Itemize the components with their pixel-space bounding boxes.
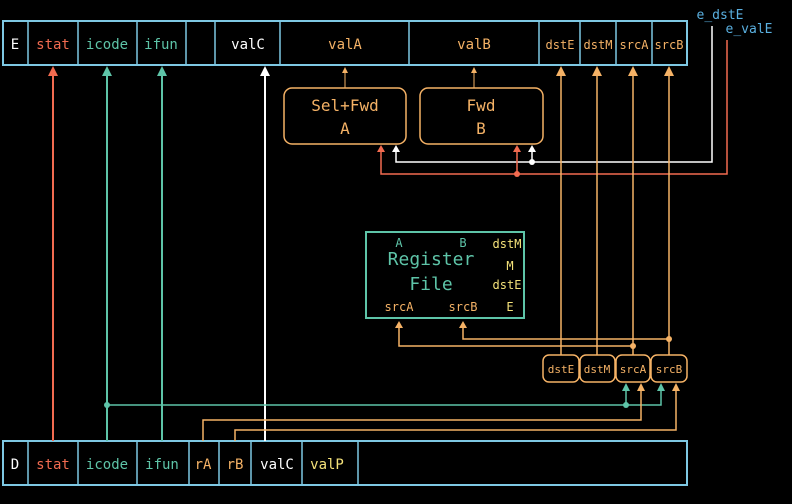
fwd-b-block: Fwd B — [419, 87, 544, 145]
sel-fwd-a-title: Sel+Fwd — [311, 96, 378, 115]
register-file-port-dstm: dstM — [493, 237, 522, 251]
srca-logic-label: srcA — [620, 363, 647, 376]
e-register-frame — [2, 20, 688, 66]
register-file-port-srcb: srcB — [449, 300, 478, 314]
e-vale-signal-label: e_valE — [726, 22, 773, 37]
e-vale-wire — [380, 40, 728, 175]
register-file-port-e: E — [506, 300, 513, 314]
e-icode-field: icode — [86, 37, 128, 53]
register-file-subtitle: File — [409, 274, 452, 295]
fwd-output-wires — [342, 67, 477, 88]
e-dstm-field: dstM — [584, 38, 613, 52]
e-stage-label: E — [11, 37, 19, 53]
dste-logic-label: dstE — [548, 363, 575, 376]
d-register-dividers — [27, 441, 359, 485]
ra-rb-to-logic-wires — [202, 391, 677, 441]
fwd-b-title: Fwd — [467, 96, 496, 115]
valc-arrowhead — [260, 66, 270, 76]
register-file: A B dstM M Register File dstE E srcA src… — [365, 231, 525, 319]
d-icode-field: icode — [86, 457, 128, 473]
ifun-arrowhead — [157, 66, 167, 76]
e-pipeline-register: E stat icode ifun valC valA valB dstE ds… — [2, 20, 688, 66]
register-file-port-dste: dstE — [493, 278, 522, 292]
sel-fwd-a-subtitle: A — [340, 119, 350, 138]
e-stat-field: stat — [36, 37, 70, 53]
e-srcb-field: srcB — [655, 38, 684, 52]
d-register-frame — [2, 440, 688, 486]
d-valp-field: valP — [310, 457, 344, 473]
e-dste-field: dstE — [546, 38, 575, 52]
e-ifun-field: ifun — [144, 37, 178, 53]
icode-to-logic-wire — [107, 391, 662, 406]
sel-fwd-a-block: Sel+Fwd A — [283, 87, 407, 145]
register-file-port-srca: srcA — [385, 300, 415, 314]
e-vala-field: valA — [328, 37, 362, 53]
stat-arrowhead — [48, 66, 58, 76]
icode-arrowhead — [102, 66, 112, 76]
d-ra-field: rA — [195, 457, 212, 473]
srcb-logic-label: srcB — [656, 363, 683, 376]
control-output-arrowheads — [556, 66, 674, 76]
dstm-logic-label: dstM — [584, 363, 611, 376]
ra-rb-to-logic-arrowheads — [637, 383, 680, 391]
register-file-port-m: M — [506, 259, 513, 273]
e-dste-signal-label: e_dstE — [697, 8, 744, 23]
register-source-marks — [395, 321, 672, 349]
e-valb-field: valB — [457, 37, 491, 53]
d-stage-label: D — [11, 457, 19, 473]
passthrough-wires — [48, 66, 270, 441]
register-file-title: Register — [388, 249, 475, 270]
register-file-port-a: A — [395, 236, 403, 250]
register-source-wires — [398, 327, 669, 347]
d-stat-field: stat — [36, 457, 70, 473]
e-vale-wire-marks — [377, 145, 521, 177]
forward-signal-labels: e_dstE e_valE — [697, 8, 773, 37]
fwd-b-box — [419, 87, 544, 145]
control-output-wires — [560, 74, 670, 355]
d-valc-field: valC — [260, 457, 294, 473]
e-dste-wire-marks — [392, 145, 536, 165]
d-rb-field: rB — [227, 457, 244, 473]
decode-control-blocks: dstE dstM srcA srcB — [542, 354, 688, 383]
d-ifun-field: ifun — [145, 457, 179, 473]
d-pipeline-register: D stat icode ifun rA rB valC valP — [2, 440, 688, 486]
e-register-dividers — [27, 21, 653, 65]
e-valc-field: valC — [231, 37, 265, 53]
fwd-b-subtitle: B — [476, 119, 486, 138]
register-file-port-b: B — [459, 236, 466, 250]
e-srca-field: srcA — [620, 38, 650, 52]
register-file-box — [365, 231, 525, 319]
icode-to-logic-marks — [104, 383, 665, 408]
